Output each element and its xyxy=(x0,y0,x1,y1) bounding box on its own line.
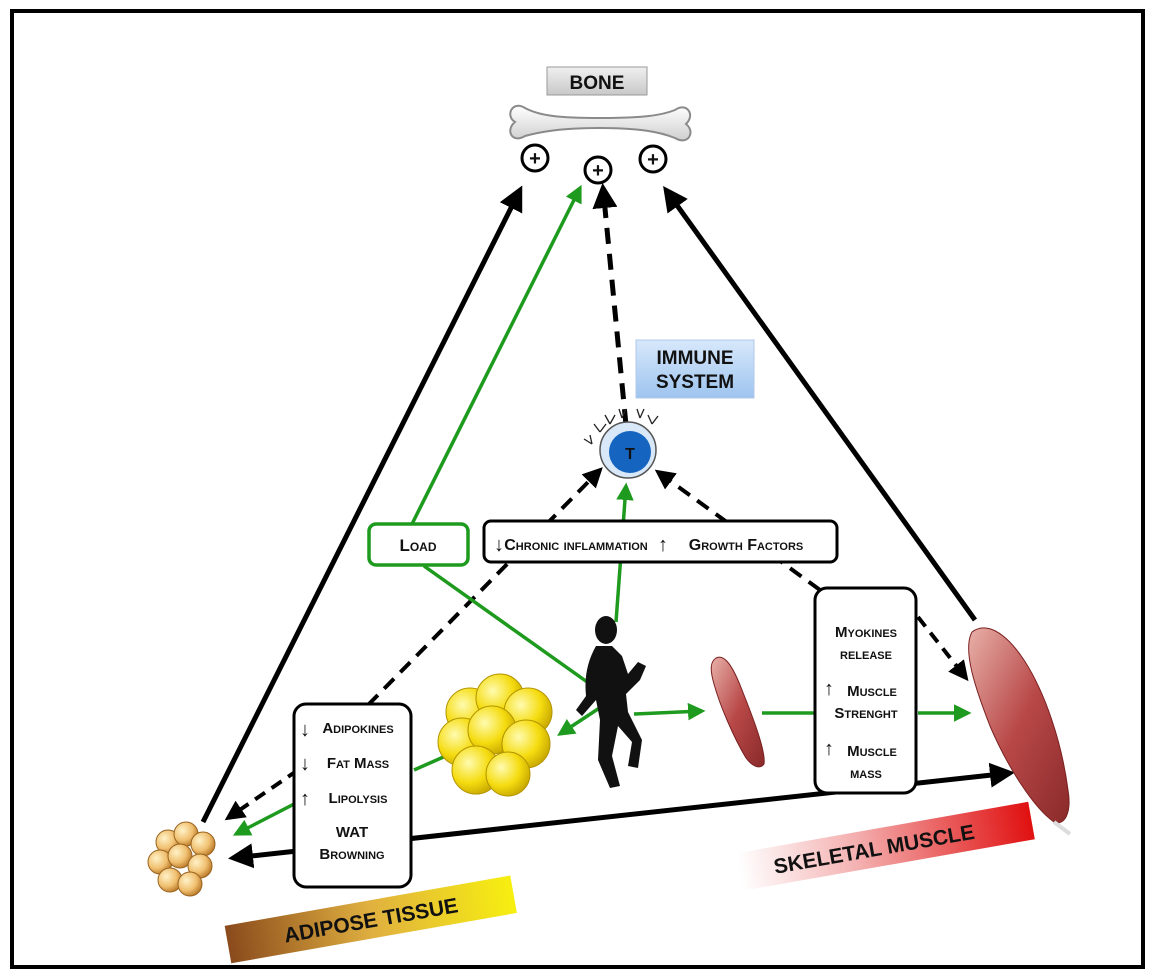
load-to-bone-green-arrow xyxy=(410,184,582,525)
svg-text:SYSTEM: SYSTEM xyxy=(656,372,734,393)
immune-system-label: IMMUNE SYSTEM xyxy=(635,339,755,399)
runner-icon xyxy=(576,616,646,788)
up-arrow-icon: ↑ xyxy=(300,788,310,810)
svg-text:WAT: WAT xyxy=(336,824,368,841)
up-arrow-icon: ↑ xyxy=(824,738,834,760)
bone-label: BONE xyxy=(546,66,648,96)
svg-text:IMMUNE: IMMUNE xyxy=(656,348,733,369)
fat-cell-cluster-icon xyxy=(437,673,553,797)
down-arrow-icon: ↓ xyxy=(494,534,504,556)
runner-to-fat-green-arrow xyxy=(557,703,605,736)
adipose-to-tcell-dashed-arrow xyxy=(366,467,603,707)
up-arrow-icon: ↑ xyxy=(658,534,668,556)
svg-text:Muscle: Muscle xyxy=(847,683,897,700)
svg-text:Browning: Browning xyxy=(319,846,384,863)
svg-text:Growth Factors: Growth Factors xyxy=(689,537,803,554)
load-box: Load xyxy=(367,522,470,567)
svg-text:Muscle: Muscle xyxy=(847,743,897,760)
adipose-to-bone-arrow xyxy=(200,185,523,824)
runner-to-small-muscle-green-arrow xyxy=(633,702,706,721)
fat-to-adipose-box-green-line xyxy=(413,753,449,772)
svg-text:mass: mass xyxy=(850,765,882,782)
svg-text:Load: Load xyxy=(399,536,436,555)
plus-icon-left: + xyxy=(520,143,550,173)
down-arrow-icon: ↓ xyxy=(300,753,310,775)
myokines-to-muscle-dashed-arrow xyxy=(916,615,969,682)
small-muscle-icon xyxy=(710,656,765,768)
tcell-to-bone-dashed-arrow xyxy=(592,183,629,426)
down-arrow-icon: ↓ xyxy=(300,719,310,741)
svg-text:release: release xyxy=(840,646,892,663)
svg-text:Chronic inflammation: Chronic inflammation xyxy=(504,537,648,554)
plus-icon-right: + xyxy=(638,144,668,174)
muscle-to-bone-arrow xyxy=(663,185,978,622)
svg-text:Strenght: Strenght xyxy=(834,705,897,722)
adipose-tissue-icon xyxy=(147,821,216,897)
svg-text:Fat Mass: Fat Mass xyxy=(327,755,389,772)
bone-icon xyxy=(509,104,692,142)
muscle-effects-box: Myokines release ↑ Muscle Strenght ↑ Mus… xyxy=(813,586,918,795)
svg-text:Myokines: Myokines xyxy=(835,624,897,641)
large-muscle-icon xyxy=(968,627,1072,836)
svg-text:+: + xyxy=(592,160,604,182)
svg-text:Adipokines: Adipokines xyxy=(322,720,393,737)
svg-text:+: + xyxy=(529,148,541,170)
plus-icon-center: + xyxy=(583,155,613,185)
svg-text:T: T xyxy=(625,446,635,463)
load-to-runner-green-line xyxy=(422,564,592,686)
bone-label-text: BONE xyxy=(570,73,625,94)
adipose-box-to-fat-dashed-arrow xyxy=(224,768,300,821)
t-cell-icon: T xyxy=(583,408,659,479)
adipose-tissue-label: ADIPOSE TISSUE xyxy=(224,875,517,964)
adipose-effects-box: ↓ Adipokines ↓ Fat Mass ↑ Lipolysis WAT … xyxy=(292,702,413,889)
up-arrow-icon: ↑ xyxy=(824,678,834,700)
svg-text:Lipolysis: Lipolysis xyxy=(329,790,388,807)
svg-text:+: + xyxy=(647,149,659,171)
inflammation-growth-box: ↓ Chronic inflammation ↑ Growth Factors xyxy=(482,519,839,564)
adipose-box-to-fat-green-arrow xyxy=(232,800,299,836)
skeletal-muscle-label: SKELETAL MUSCLE xyxy=(736,801,1035,891)
